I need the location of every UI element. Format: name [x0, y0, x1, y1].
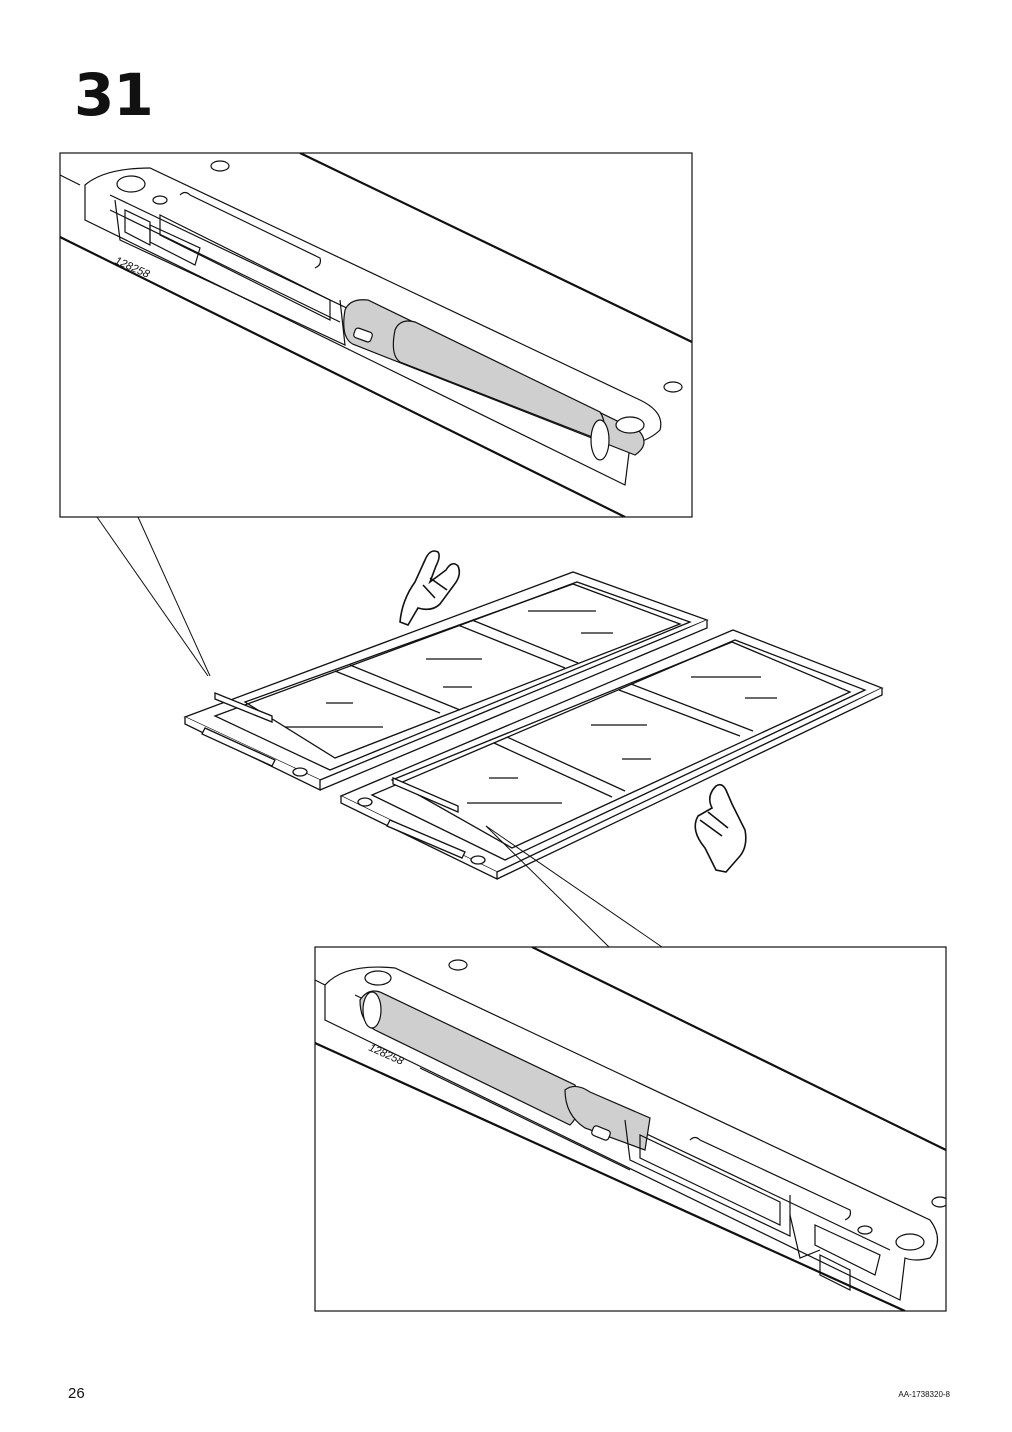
pointing-hand-icon [399, 550, 461, 626]
page-number: 26 [68, 1385, 85, 1402]
damper-cylinder-top [343, 299, 645, 461]
step-number: 31 [74, 61, 154, 129]
part-label-top: 128258 [113, 255, 152, 281]
callout-lines-bottom [485, 825, 663, 948]
pointing-hand-icon [694, 783, 747, 873]
damper-cylinder-bottom [359, 990, 651, 1151]
document-code: AA-1738320-8 [898, 1390, 950, 1399]
detail-panel-top: 128258 [59, 152, 693, 518]
callout-lines-top [96, 516, 211, 677]
door-frame-right [339, 629, 884, 881]
detail-panel-bottom: 128258 [314, 946, 947, 1312]
door-frame-left [183, 571, 709, 792]
